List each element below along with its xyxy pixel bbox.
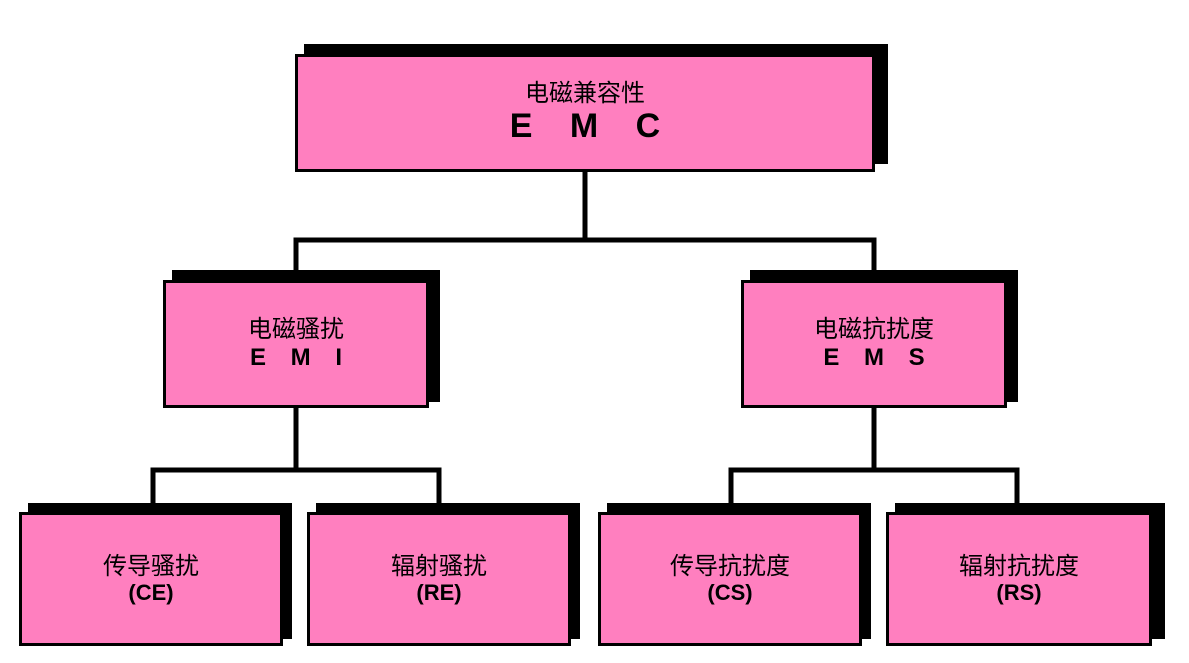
node-cs-zh: 传导抗扰度 — [670, 551, 790, 580]
node-cs-en: (CS) — [707, 580, 753, 606]
node-ce-zh: 传导骚扰 — [103, 551, 199, 580]
node-emi-en: E M I — [249, 344, 351, 371]
node-emc-zh: 电磁兼容性 — [525, 78, 645, 107]
node-re: 辐射骚扰 (RE) — [307, 512, 571, 646]
node-emc-en: E M C — [509, 107, 675, 146]
node-ce-en: (CE) — [128, 580, 174, 606]
node-emc: 电磁兼容性 E M C — [295, 54, 875, 172]
node-re-en: (RE) — [416, 580, 462, 606]
node-ems-zh: 电磁抗扰度 — [814, 315, 934, 344]
node-rs-en: (RS) — [996, 580, 1042, 606]
node-ems-en: E M S — [823, 344, 934, 371]
node-rs: 辐射抗扰度 (RS) — [886, 512, 1152, 646]
node-cs: 传导抗扰度 (CS) — [598, 512, 862, 646]
node-rs-zh: 辐射抗扰度 — [959, 551, 1079, 580]
node-emi: 电磁骚扰 E M I — [163, 280, 429, 408]
node-emi-zh: 电磁骚扰 — [248, 315, 344, 344]
node-ce: 传导骚扰 (CE) — [19, 512, 283, 646]
node-re-zh: 辐射骚扰 — [391, 551, 487, 580]
node-ems: 电磁抗扰度 E M S — [741, 280, 1007, 408]
